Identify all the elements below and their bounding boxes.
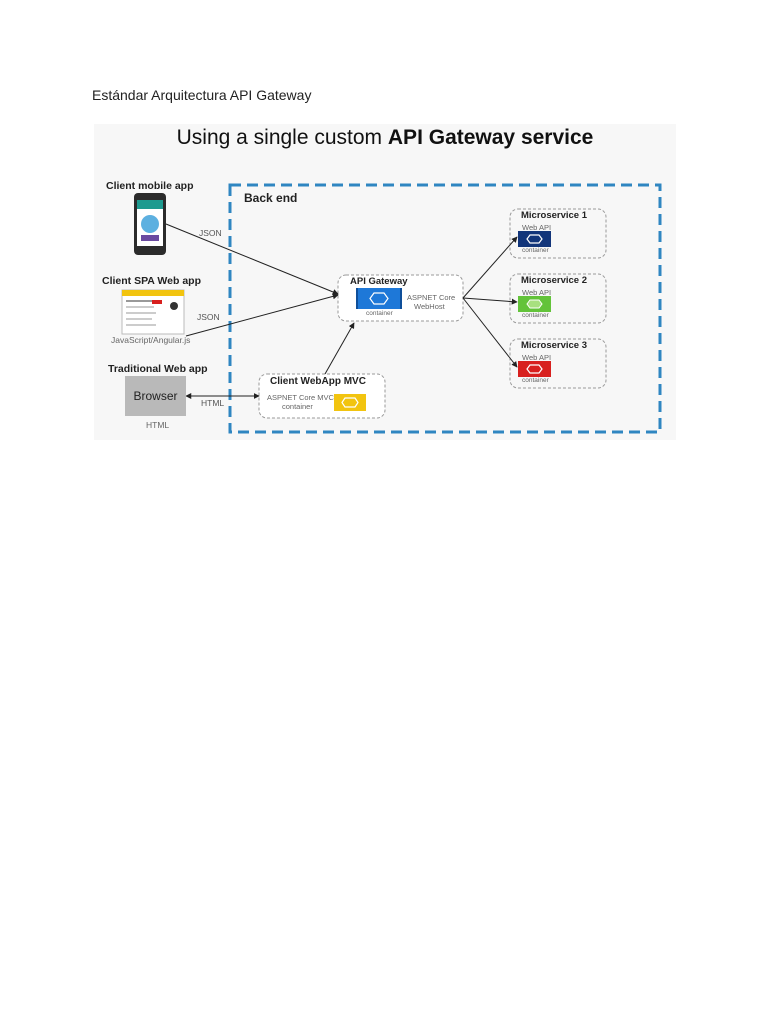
mobile-phone-icon (134, 193, 166, 255)
gateway-to-ms3-arrow (462, 297, 518, 368)
gateway-to-ms1-arrow (462, 236, 518, 299)
microservice-3-api-label: Web API (522, 353, 552, 362)
gateway-to-ms2-arrow (462, 297, 518, 305)
spa-json-label: JSON (197, 312, 220, 322)
microservice-3-container-label: container (522, 377, 549, 384)
spa-to-gateway-arrow (185, 293, 339, 337)
mobile-to-gateway-arrow (165, 223, 339, 295)
microservice-2-container-icon (518, 296, 551, 312)
document-heading: Estándar Arquitectura API Gateway (92, 87, 312, 103)
gateway-tech-line1: ASPNET Core (407, 293, 456, 302)
architecture-figure: Using a single custom API Gateway servic… (94, 124, 676, 440)
webapp-container-icon (334, 394, 366, 411)
mobile-client-label: Client mobile app (106, 180, 194, 192)
figure-title: Using a single custom API Gateway servic… (176, 126, 594, 149)
browser-caption: HTML (146, 420, 170, 430)
browser-box: Browser (125, 376, 186, 416)
microservice-3-container-icon (518, 361, 551, 377)
webapp-title: Client WebApp MVC (270, 376, 366, 387)
gateway-container-label: container (366, 310, 393, 317)
backend-label: Back end (244, 191, 298, 205)
webapp-tech-line1: ASPNET Core MVC (267, 393, 334, 402)
gateway-tech-line2: WebHost (414, 302, 445, 311)
gateway-container-icon (356, 288, 402, 309)
microservice-1-title: Microservice 1 (521, 210, 588, 221)
spa-client-label: Client SPA Web app (102, 275, 201, 287)
microservice-1-container-icon (518, 231, 551, 247)
architecture-diagram (121, 183, 662, 434)
webapp-tech-line2: container (282, 402, 313, 411)
browser-html-label: HTML (201, 398, 225, 408)
mobile-json-label: JSON (199, 228, 222, 238)
microservice-1-container-label: container (522, 247, 549, 254)
webapp-to-gateway-arrow (324, 322, 355, 375)
microservice-3-title: Microservice 3 (521, 340, 588, 351)
microservice-2-title: Microservice 2 (521, 275, 588, 286)
microservice-2-api-label: Web API (522, 288, 552, 297)
microservice-1-api-label: Web API (522, 223, 552, 232)
microservice-2-container-label: container (522, 312, 549, 319)
spa-tech-label: JavaScript/Angular.js (111, 335, 191, 345)
backend-region (228, 183, 662, 434)
spa-screenshot-icon (121, 289, 185, 335)
traditional-client-label: Traditional Web app (108, 363, 208, 375)
gateway-title: API Gateway (350, 276, 408, 287)
